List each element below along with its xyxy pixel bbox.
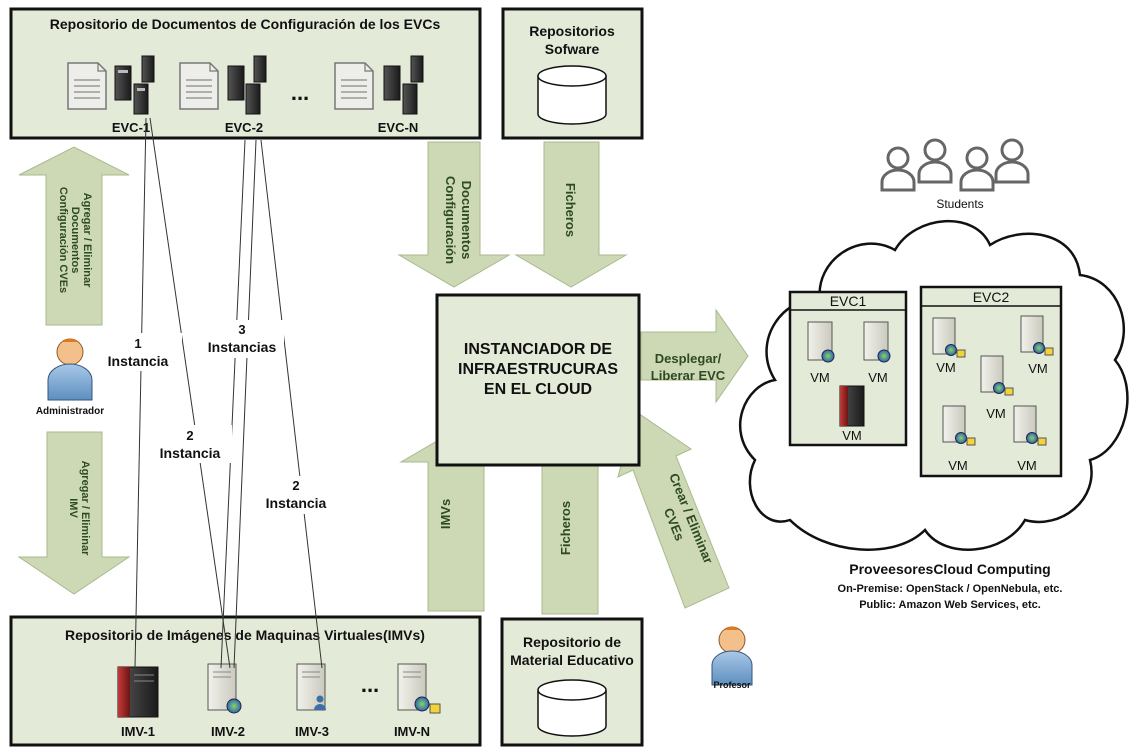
arrow-desplegar-text-1: Desplegar/ — [655, 351, 722, 366]
vm-server-icon — [932, 317, 966, 358]
provider-title: ProveesoresCloud Computing — [849, 561, 1050, 577]
arrow-imvs: IMVs — [399, 429, 513, 612]
arrow-ficheros-bottom-text: Ficheros — [558, 501, 573, 555]
provider-line-2: Public: Amazon Web Services, etc. — [859, 599, 1041, 611]
document-icon — [334, 62, 374, 110]
instanciador-line-3: EN EL CLOUD — [484, 381, 592, 398]
arrow-desplegar-evc: Desplegar/ Liberar EVC — [640, 308, 749, 404]
evc-n-icon-group: EVC-N — [334, 55, 424, 135]
vm-server-icon — [863, 321, 891, 363]
vm-label: VM — [948, 458, 968, 473]
arrow-docs-config-text-1: Documentos — [459, 181, 474, 260]
vm-server-icon — [1013, 405, 1047, 446]
vm-label: VM — [936, 360, 956, 375]
imv-3-server-icon — [296, 663, 326, 711]
imv-repository: Repositorio de Imágenes de Maquinas Virt… — [9, 615, 482, 747]
arrow-ficheros-top-text: Ficheros — [563, 183, 578, 237]
instanciador-box: INSTANCIADOR DE INFRAESTRUCURAS EN EL CL… — [435, 293, 641, 467]
software-repo-title-2: Sofware — [545, 41, 600, 57]
arrow-agregar-docs: Agregar / Eliminar Documentos Configurac… — [18, 146, 130, 326]
vm-label: VM — [986, 406, 1006, 421]
vm-rack-icon — [839, 385, 865, 427]
vm-label: VM — [842, 428, 862, 443]
material-repository: Repositorio de Material Educativo — [500, 617, 644, 747]
instance-text-2: Instancia — [160, 445, 221, 461]
instance-lines — [134, 117, 323, 669]
imv-2-server-icon — [207, 663, 242, 714]
profesor-label: Profesor — [713, 680, 751, 690]
evc-1-icon-group: EVC-1 — [67, 55, 155, 135]
vm-label: VM — [868, 370, 888, 385]
arrow-ficheros-material: Ficheros — [513, 429, 627, 615]
arrow-agregar-bottom-text-1: Agregar / Eliminar — [79, 461, 91, 556]
imv-1-server-icon — [117, 666, 159, 718]
arrow-imvs-text: IMVs — [438, 499, 453, 529]
document-icon — [67, 62, 107, 110]
evc-1-label: EVC-1 — [112, 120, 150, 135]
document-icon — [179, 62, 219, 110]
imv-ellipsis: ... — [361, 672, 379, 697]
evc1-title: EVC1 — [830, 293, 867, 309]
students-label: Students — [936, 197, 983, 211]
database-icon — [537, 679, 607, 737]
arrow-docs-config-text-2: Configuración — [443, 176, 458, 264]
software-repository: Repositorios Sofware — [501, 7, 644, 140]
vm-server-icon — [1020, 315, 1054, 356]
imv-repo-title: Repositorio de Imágenes de Maquinas Virt… — [65, 627, 425, 643]
arrow-desplegar-text-2: Liberar EVC — [651, 368, 726, 383]
evc-n-label: EVC-N — [378, 120, 418, 135]
imv-n-label: IMV-N — [394, 724, 430, 739]
instance-count-1: 1 — [134, 336, 141, 351]
profesor-person-icon — [711, 626, 753, 686]
arrow-agregar-imv: Agregar / Eliminar IMV — [17, 431, 131, 595]
server-rack-icon — [383, 55, 424, 115]
vm-label: VM — [810, 370, 830, 385]
evc1-box: EVC1 VM VM VM — [788, 290, 908, 447]
vm-server-icon — [980, 355, 1014, 396]
server-rack-icon — [227, 55, 267, 115]
vm-server-icon — [942, 405, 976, 446]
evc-config-repository: Repositorio de Documentos de Configuraci… — [9, 7, 482, 140]
server-rack-icon — [114, 55, 155, 115]
material-repo-title-2: Material Educativo — [510, 652, 634, 668]
instance-count-3: 3 — [238, 322, 245, 337]
administrator-person-icon — [47, 338, 93, 401]
provider-caption: ProveesoresCloud Computing On-Premise: O… — [838, 561, 1063, 611]
students-group-icon — [880, 138, 1030, 192]
arrow-agregar-top-text-2: Documentos — [69, 207, 81, 274]
evc2-title: EVC2 — [973, 289, 1010, 305]
vm-server-icon — [807, 321, 835, 363]
software-repo-title-1: Repositorios — [529, 23, 615, 39]
instance-text-1: Instancia — [108, 353, 169, 369]
instance-count-4: 2 — [292, 478, 299, 493]
evc-repo-title: Repositorio de Documentos de Configuraci… — [50, 16, 441, 32]
evc2-box: EVC2 VM VM VM VM VM — [919, 285, 1063, 478]
arrow-agregar-top-text-1: Agregar / Eliminar — [81, 193, 93, 288]
instance-text-3: Instancias — [208, 339, 277, 355]
administrator-label: Administrador — [36, 406, 104, 417]
instance-labels: 1 Instancia 2 Instancia 3 Instancias 2 I… — [100, 320, 338, 514]
imv-3-label: IMV-3 — [295, 724, 329, 739]
imv-2-label: IMV-2 — [211, 724, 245, 739]
material-repo-title-1: Repositorio de — [523, 634, 621, 650]
imv-n-server-icon — [397, 663, 441, 714]
evc-2-icon-group: EVC-2 — [179, 55, 267, 135]
instanciador-line-1: INSTANCIADOR DE — [464, 341, 612, 358]
arrow-agregar-top-text-3: Configuración CVEs — [57, 187, 69, 293]
vm-label: VM — [1017, 458, 1037, 473]
evc-2-label: EVC-2 — [225, 120, 263, 135]
arrow-documentos-configuracion: Documentos Configuración — [397, 141, 511, 288]
instance-text-4: Instancia — [266, 495, 327, 511]
arrow-ficheros-software: Ficheros — [514, 141, 628, 288]
vm-label: VM — [1028, 361, 1048, 376]
arrow-agregar-bottom-text-2: IMV — [67, 498, 79, 518]
database-icon — [537, 65, 607, 125]
evc-ellipsis: ... — [291, 80, 309, 105]
instance-count-2: 2 — [186, 428, 193, 443]
instanciador-line-2: INFRAESTRUCURAS — [458, 361, 618, 378]
imv-1-label: IMV-1 — [121, 724, 155, 739]
provider-line-1: On-Premise: OpenStack / OpenNebula, etc. — [838, 583, 1063, 595]
